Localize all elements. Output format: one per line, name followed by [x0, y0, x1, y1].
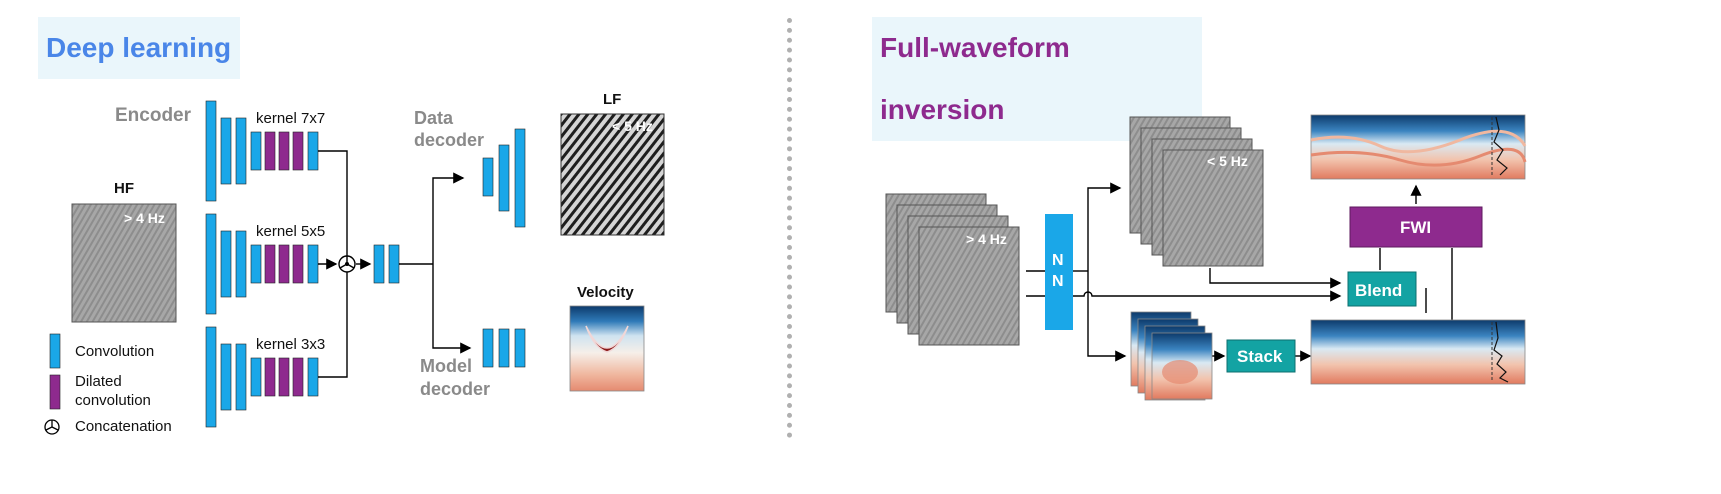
lf-seismic-image — [560, 113, 665, 236]
velocity-title: Velocity — [577, 284, 634, 301]
bottleneck-blocks — [373, 244, 400, 284]
encoder-branch-7x7 — [205, 100, 319, 202]
left-panel-title: Deep learning — [38, 17, 240, 79]
kernel-7x7-label: kernel 7x7 — [256, 110, 326, 127]
hf-title: HF — [114, 180, 134, 197]
fwi-box — [1349, 206, 1483, 248]
legend-convolution-swatch — [49, 333, 61, 369]
legend-dilated-swatch — [49, 374, 61, 410]
output-badge: < 5 Hz — [1207, 153, 1248, 169]
encoder-connectors — [318, 150, 372, 378]
input-badge: > 4 Hz — [966, 231, 1007, 247]
legend-dilated-label-line1: Dilated — [75, 373, 122, 390]
lf-badge: < 5 Hz — [612, 118, 653, 134]
legend — [44, 333, 61, 435]
stack-label: Stack — [1237, 347, 1283, 366]
right-connectors — [1026, 182, 1453, 362]
blend-label: Blend — [1355, 281, 1403, 300]
output-seismic-stack — [1129, 116, 1264, 267]
lf-title: LF — [603, 91, 622, 108]
legend-concatenation-label: Concatenation — [75, 418, 172, 435]
encoder-branch-3x3 — [205, 326, 319, 428]
decoder-connectors — [399, 172, 472, 354]
model-decoder-label-line2: decoder — [420, 379, 491, 399]
legend-dilated-label-line2: convolution — [75, 392, 151, 409]
stack-box — [1226, 339, 1296, 373]
velocity-prediction-stack — [1130, 311, 1213, 401]
hf-badge: > 4 Hz — [124, 210, 165, 226]
blend-box — [1347, 271, 1417, 307]
data-decoder-label-line1: Data — [414, 108, 454, 128]
nn-label-line1: N — [1052, 252, 1064, 269]
encoder-branch-5x5 — [205, 213, 319, 315]
velocity-image — [569, 305, 645, 392]
legend-convolution-label: Convolution — [75, 343, 155, 360]
hf-seismic-image — [71, 203, 177, 323]
model-decoder-label-line1: Model — [420, 356, 472, 376]
kernel-3x3-label: kernel 3x3 — [256, 336, 326, 353]
kernel-5x5-label: kernel 5x5 — [256, 223, 326, 240]
nn-box — [1045, 214, 1073, 330]
nn-label-line2: N — [1052, 273, 1064, 290]
fwi-label: FWI — [1400, 218, 1432, 237]
concatenation-icon — [338, 255, 356, 273]
right-diagram — [885, 114, 1527, 401]
initial-velocity-model — [1310, 319, 1526, 385]
fwi-velocity-model — [1310, 114, 1527, 180]
data-decoder-label-line2: decoder — [414, 130, 485, 150]
panel-divider — [787, 18, 792, 438]
encoder-label: Encoder — [115, 105, 192, 126]
data-decoder-blocks — [482, 128, 526, 228]
model-decoder-blocks — [482, 328, 526, 368]
left-diagram — [44, 100, 665, 435]
input-seismic-stack — [885, 193, 1020, 346]
